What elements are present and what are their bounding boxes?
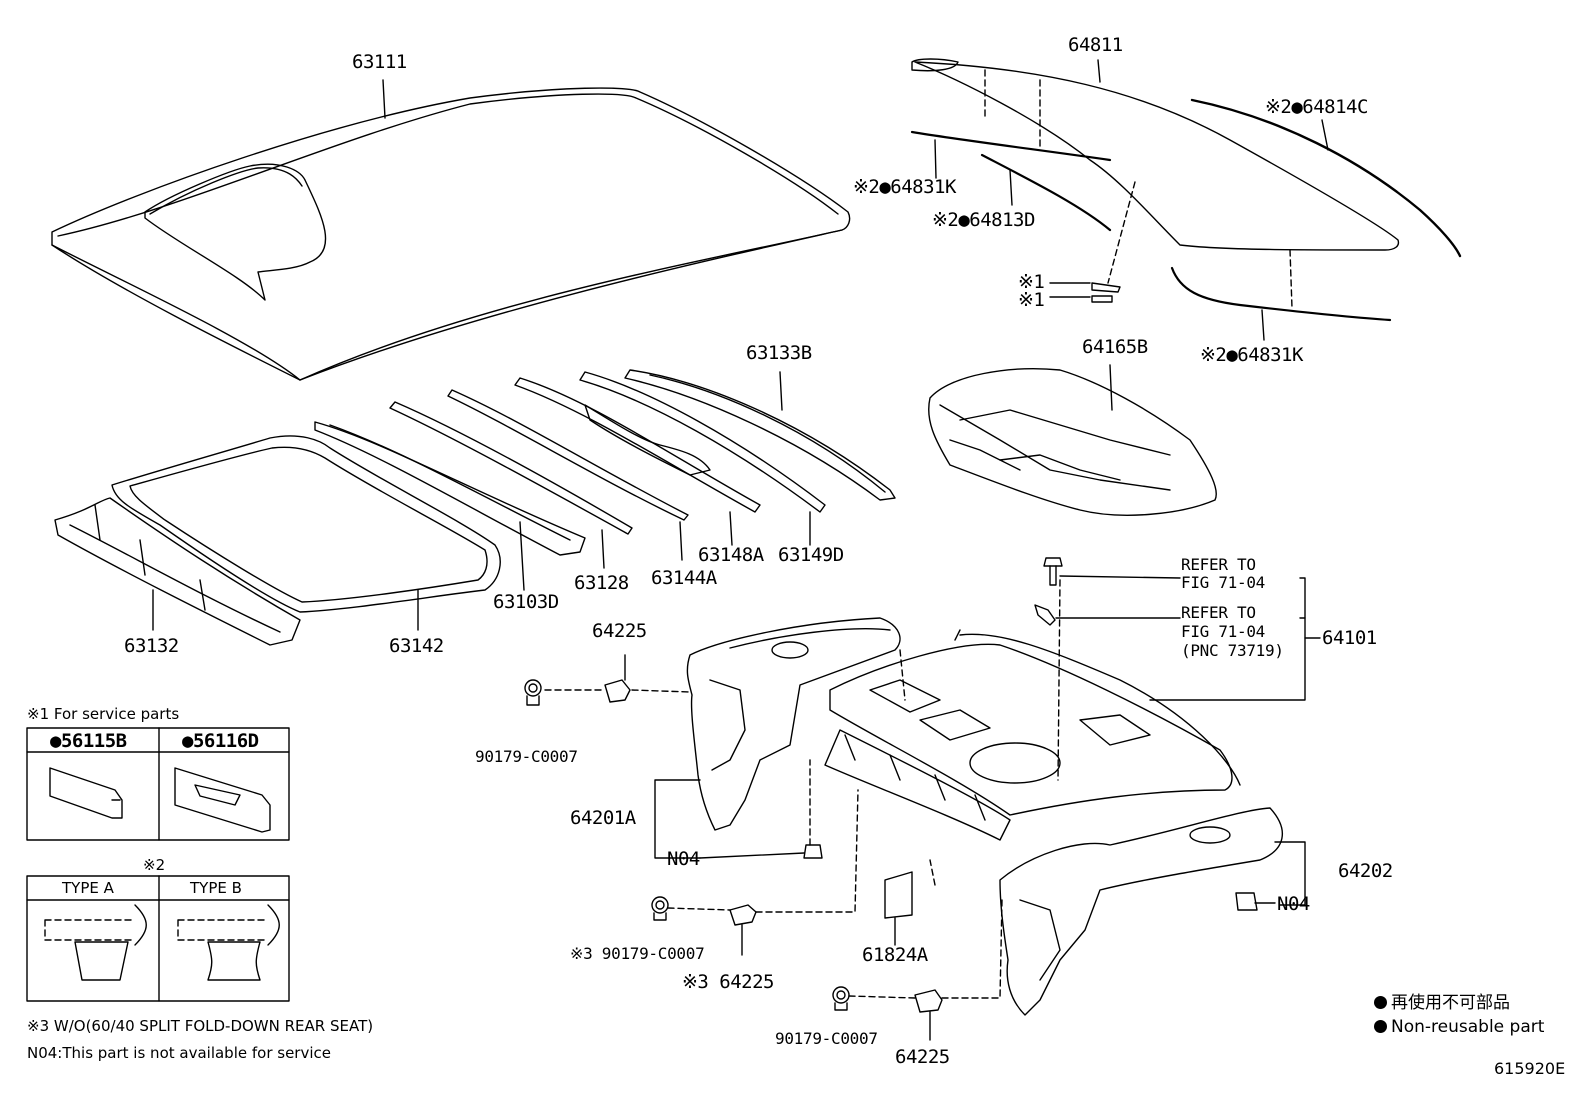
roof-reinforcement-drawing	[314, 369, 896, 591]
type-a-label: TYPE A	[62, 879, 114, 897]
callout-63133b: 63133B	[746, 342, 812, 364]
callout-90179-c0007-bottom: 90179-C0007	[775, 1029, 878, 1048]
diagram-id: 615920E	[1494, 1059, 1566, 1078]
service-part-right: ●56116D	[182, 730, 259, 752]
callout-90179-c0007-mid: ※3 90179-C0007	[570, 944, 705, 963]
right-quarter-inner-drawing	[999, 807, 1306, 1016]
callout-90179-c0007-top: 90179-C0007	[475, 747, 578, 766]
callout-refer-fig-2-line1: REFER TO	[1181, 603, 1256, 622]
callout-n04-right: N04	[1277, 893, 1310, 915]
callout-64813d: ※2●64813D	[932, 209, 1035, 231]
callout-64101: 64101	[1322, 627, 1377, 649]
callout-64831k-upper: ※2●64831K	[853, 176, 956, 198]
roof-panel-drawing	[51, 79, 851, 381]
callout-64811: 64811	[1068, 34, 1123, 56]
callout-64201a: 64201A	[570, 807, 636, 829]
callout-refer-fig-2-line3: (PNC 73719)	[1181, 641, 1284, 660]
service-part-left: ●56115B	[50, 730, 127, 752]
callout-63132: 63132	[124, 635, 179, 657]
callout-63149d: 63149D	[778, 544, 844, 566]
fasteners-drawing	[524, 557, 1258, 1041]
legend-non-reusable-jp: 再使用不可部品	[1374, 993, 1510, 1013]
roof-silencer-drawing	[928, 364, 1217, 516]
callout-refer-fig-1-line2: FIG 71-04	[1181, 573, 1265, 592]
type-box	[26, 875, 290, 1002]
callout-63128: 63128	[574, 572, 629, 594]
callout-refer-fig-1-line1: REFER TO	[1181, 555, 1256, 574]
note-split-seat: ※3 W/O(60/40 SPLIT FOLD-DOWN REAR SEAT)	[27, 1017, 374, 1035]
callout-64225-top: 64225	[592, 620, 647, 642]
front-header-drawing	[54, 497, 301, 646]
note-n04: N04:This part is not available for servi…	[27, 1044, 331, 1062]
callout-refer-fig-2-line2: FIG 71-04	[1181, 622, 1265, 641]
legend-non-reusable-en: Non-reusable part	[1374, 1017, 1544, 1037]
callout-63111: 63111	[352, 51, 407, 73]
callout-n04-left: N04	[667, 848, 700, 870]
sunroof-frame-drawing	[111, 435, 501, 631]
back-window-glass-drawing	[910, 58, 1462, 341]
service-parts-box	[26, 727, 290, 841]
callout-64202: 64202	[1338, 860, 1393, 882]
callout-64165b: 64165B	[1082, 336, 1148, 358]
callout-63144a: 63144A	[651, 567, 717, 589]
callout-64814c: ※2●64814C	[1265, 96, 1368, 118]
type-box-heading: ※2	[143, 856, 166, 874]
callout-64225-mid: ※3 64225	[682, 971, 775, 993]
solid-leaders	[699, 575, 1321, 904]
callout-64225-bottom: 64225	[895, 1046, 950, 1068]
callout-service-part-2: ※1	[1018, 289, 1045, 311]
service-parts-heading: ※1 For service parts	[27, 705, 180, 723]
callout-64831k-lower: ※2●64831K	[1200, 344, 1303, 366]
package-tray-drawing	[824, 629, 1241, 841]
callout-service-part-1: ※1	[1018, 271, 1045, 293]
leader-lines	[544, 579, 1061, 999]
type-b-label: TYPE B	[190, 879, 242, 897]
callout-63103d: 63103D	[493, 591, 559, 613]
callout-63142: 63142	[389, 635, 444, 657]
callout-61824a: 61824A	[862, 944, 928, 966]
callout-63148a: 63148A	[698, 544, 764, 566]
left-quarter-inner-drawing	[654, 617, 901, 859]
